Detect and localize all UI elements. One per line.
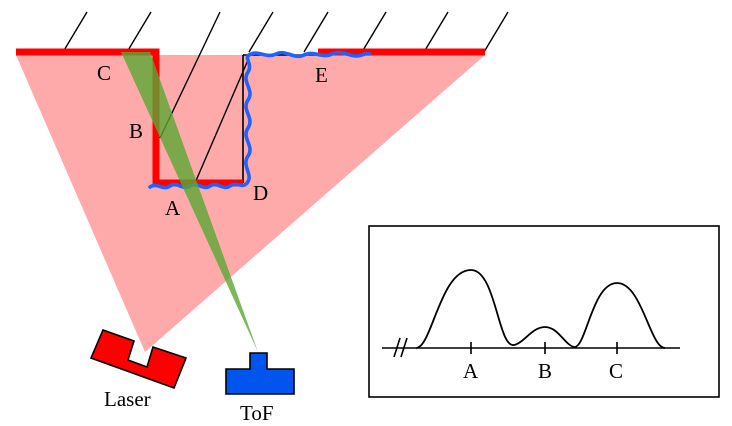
tof-label: ToF (240, 401, 274, 425)
tof-beam (121, 52, 258, 352)
inset-tick-label-c: C (609, 359, 623, 383)
point-label-e: E (315, 63, 328, 87)
point-label-c: C (97, 61, 111, 85)
point-label-d: D (253, 181, 268, 205)
tof-device (225, 352, 295, 395)
axis-break-icon (393, 337, 408, 358)
laser-device (89, 328, 188, 390)
multipath-trace (148, 50, 372, 190)
inset-tick-label-b: B (538, 359, 552, 383)
inset-tick-label-a: A (463, 359, 479, 383)
inset-signal-curve (415, 269, 666, 349)
inset-frame (368, 225, 720, 398)
point-label-a: A (165, 196, 181, 220)
inset-ticks (470, 342, 618, 354)
wall-hatching (62, 11, 509, 184)
point-label-b: B (129, 119, 143, 143)
laser-fan (16, 55, 485, 352)
inset-panel: A B C (368, 225, 720, 398)
laser-label: Laser (104, 387, 151, 411)
